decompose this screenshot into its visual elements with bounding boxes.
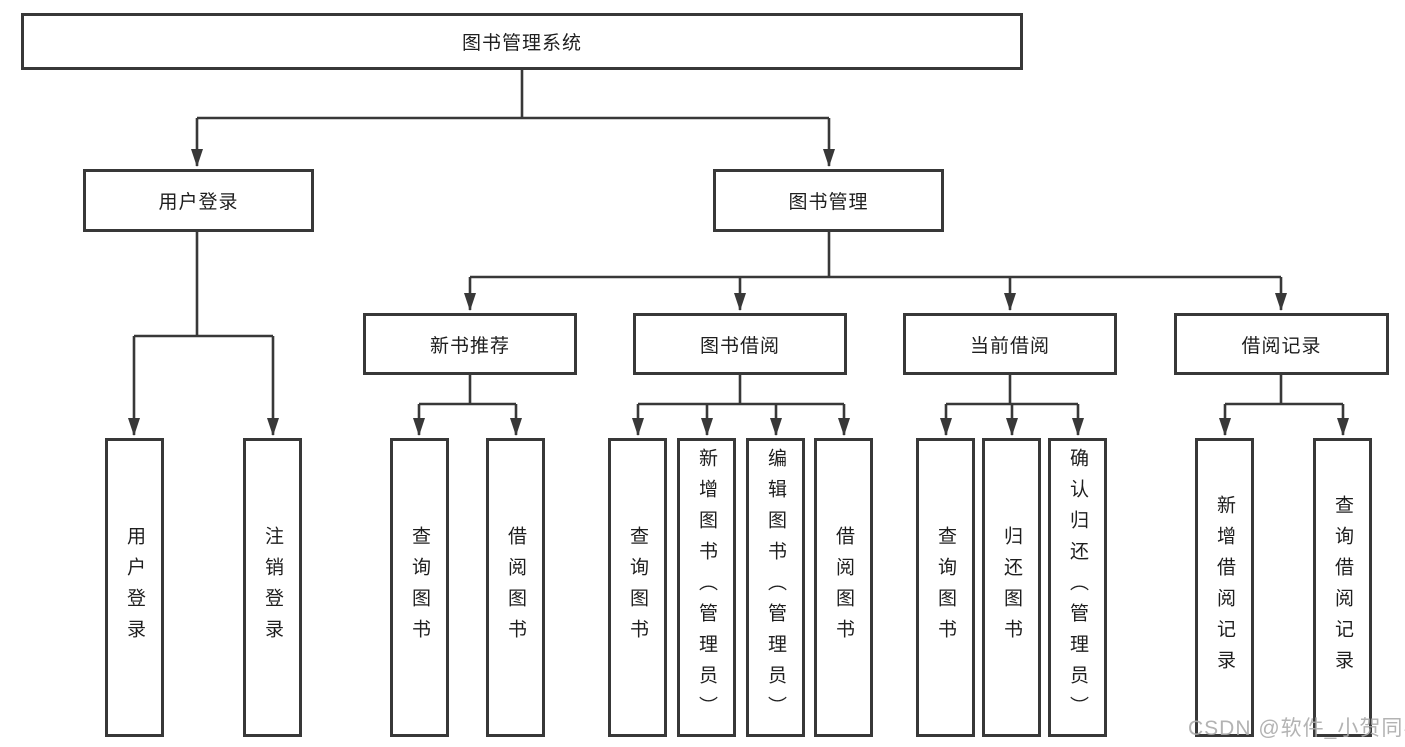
leaf-add-borrow-record: 新增借阅记录 <box>1195 438 1254 737</box>
leaf-query-books-2: 查询图书 <box>608 438 667 737</box>
leaf-borrow-books-2-label: 借阅图书 <box>833 525 854 650</box>
leaf-query-books-2-label: 查询图书 <box>627 525 648 650</box>
node-root-system: 图书管理系统 <box>21 13 1023 70</box>
node-new-book-recommend-label: 新书推荐 <box>429 335 510 357</box>
node-root-label: 图书管理系统 <box>461 33 582 54</box>
leaf-add-book-admin: 新增图书（管理员） <box>677 438 736 737</box>
leaf-borrow-books-1: 借阅图书 <box>486 438 545 737</box>
node-book-borrow-label: 图书借阅 <box>699 335 780 357</box>
leaf-logout-label: 注销登录 <box>262 525 283 650</box>
leaf-borrow-books-2: 借阅图书 <box>814 438 873 737</box>
leaf-query-books-1-label: 查询图书 <box>409 525 430 650</box>
leaf-query-borrow-record: 查询借阅记录 <box>1313 438 1372 737</box>
node-book-borrow: 图书借阅 <box>633 313 847 375</box>
node-current-borrow-label: 当前借阅 <box>969 335 1050 357</box>
leaf-add-book-admin-label: 新增图书（管理员） <box>696 448 717 727</box>
leaf-borrow-books-1-label: 借阅图书 <box>505 525 526 650</box>
csdn-watermark: CSDN @软件_小贺同学 <box>1188 717 1405 740</box>
leaf-logout: 注销登录 <box>243 438 302 737</box>
leaf-query-books-3-label: 查询图书 <box>935 525 956 650</box>
leaf-user-login-label: 用户登录 <box>124 525 145 650</box>
leaf-return-book: 归还图书 <box>982 438 1041 737</box>
leaf-edit-book-admin-label: 编辑图书（管理员） <box>765 448 786 727</box>
node-current-borrow: 当前借阅 <box>903 313 1117 375</box>
leaf-confirm-return-admin: 确认归还（管理员） <box>1048 438 1107 737</box>
leaf-add-borrow-record-label: 新增借阅记录 <box>1214 494 1235 681</box>
leaf-edit-book-admin: 编辑图书（管理员） <box>746 438 805 737</box>
leaf-query-books-3: 查询图书 <box>916 438 975 737</box>
leaf-query-books-1: 查询图书 <box>390 438 449 737</box>
node-new-book-recommend: 新书推荐 <box>363 313 577 375</box>
leaf-user-login: 用户登录 <box>105 438 164 737</box>
node-borrow-records: 借阅记录 <box>1174 313 1389 375</box>
node-book-management: 图书管理 <box>713 169 944 232</box>
leaf-confirm-return-admin-label: 确认归还（管理员） <box>1067 448 1088 727</box>
node-borrow-records-label: 借阅记录 <box>1241 335 1322 357</box>
leaf-query-borrow-record-label: 查询借阅记录 <box>1332 494 1353 681</box>
node-book-management-label: 图书管理 <box>788 192 869 213</box>
node-user-login: 用户登录 <box>83 169 314 232</box>
node-user-login-label: 用户登录 <box>158 192 239 213</box>
leaf-return-book-label: 归还图书 <box>1001 525 1022 650</box>
